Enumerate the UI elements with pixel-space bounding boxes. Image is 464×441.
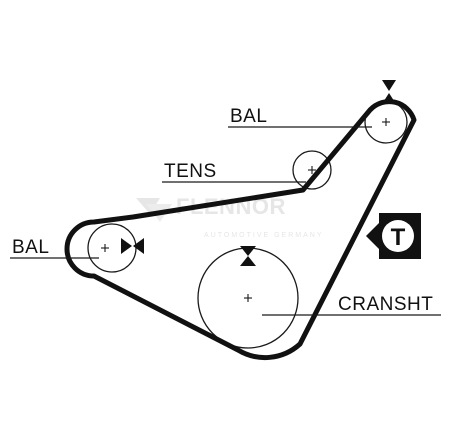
tensioner-symbol-icon: T: [366, 213, 421, 259]
top-balance-center-icon: [382, 118, 390, 126]
left-balance-timing-mark-icon: [121, 238, 144, 254]
top-timing-mark-icon: [382, 80, 396, 104]
bal-left-label: BAL: [12, 237, 49, 258]
bal-top-label: BAL: [230, 106, 267, 127]
timing-belt: [64, 99, 417, 361]
tensioner-center-icon: [308, 166, 316, 174]
cranshaft-label: CRANSHT: [338, 294, 433, 315]
left-balance-center-icon: [101, 244, 109, 252]
tensioner-symbol-letter: T: [391, 224, 406, 251]
crankshaft-center-icon: [244, 294, 252, 302]
crankshaft-timing-mark-icon: [240, 246, 256, 266]
tensioner-pulley: [292, 150, 332, 190]
tens-label: TENS: [164, 161, 217, 182]
watermark-subtitle: AUTOMOTIVE GERMANY: [204, 232, 324, 239]
